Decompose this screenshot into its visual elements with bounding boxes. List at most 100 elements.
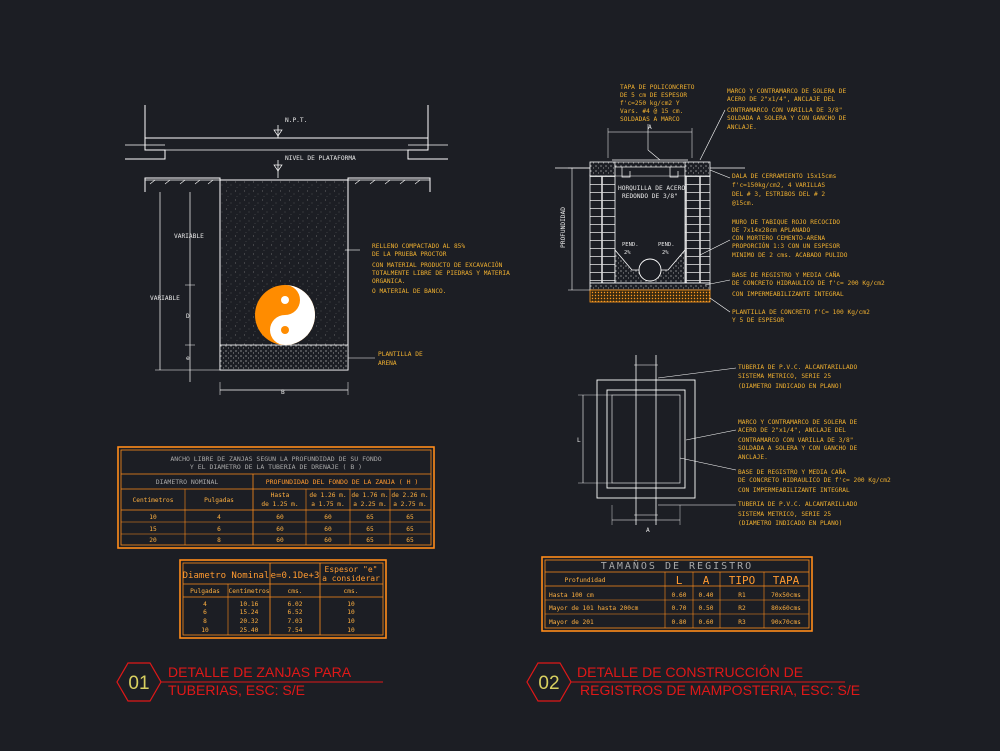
svg-text:CONTRAMARCO CON VARILLA DE 3/8: CONTRAMARCO CON VARILLA DE 3/8" (727, 107, 842, 114)
svg-text:70x50cms: 70x50cms (771, 592, 801, 599)
svg-text:ANCLAJE.: ANCLAJE. (738, 454, 768, 461)
svg-text:BASE DE REGISTRO Y MEDIA CAÑA: BASE DE REGISTRO Y MEDIA CAÑA (738, 467, 846, 476)
svg-text:10: 10 (347, 601, 355, 608)
right-wall (684, 174, 711, 284)
svg-text:O MATERIAL DE BANCO.: O MATERIAL DE BANCO. (372, 288, 447, 295)
b-label: B (281, 389, 285, 396)
svg-text:A: A (703, 574, 710, 587)
svg-text:MARCO Y CONTRAMARCO DE SOLERA: MARCO Y CONTRAMARCO DE SOLERA DE (738, 419, 857, 426)
svg-text:ANCHO LIBRE DE ZANJAS SEGUN LA: ANCHO LIBRE DE ZANJAS SEGUN LA PROFUNDID… (170, 455, 381, 463)
svg-text:65: 65 (366, 514, 374, 521)
svg-text:Hasta 100 cm: Hasta 100 cm (549, 592, 594, 599)
svg-text:Pulgadas: Pulgadas (204, 497, 234, 504)
trench-detail: N.P.T. NIVEL DE PLATAFORMA VARIABLE VARI… (125, 105, 510, 396)
svg-text:MARCO Y CONTRAMARCO DE SOLERA: MARCO Y CONTRAMARCO DE SOLERA DE (727, 88, 846, 95)
title-line2: REGISTROS DE MAMPOSTERIA, ESC: S/E (580, 682, 860, 698)
svg-text:0.50: 0.50 (699, 605, 714, 612)
title-line1: DETALLE DE ZANJAS PARA (168, 664, 352, 680)
svg-text:a 2.75 m.: a 2.75 m. (393, 501, 427, 508)
svg-text:ANCLAJE.: ANCLAJE. (727, 124, 757, 131)
svg-text:DE CONCRETO HIDRAULICO DE f'c=: DE CONCRETO HIDRAULICO DE f'c= 200 Kg/cm… (732, 280, 885, 287)
table1-row: 20 8 60 60 65 65 (149, 537, 414, 544)
svg-text:DE 5 cm DE ESPESOR: DE 5 cm DE ESPESOR (620, 92, 687, 99)
svg-text:ARENA: ARENA (378, 360, 397, 367)
svg-text:10: 10 (149, 514, 157, 521)
svg-text:60: 60 (276, 537, 284, 544)
svg-text:10: 10 (347, 609, 355, 616)
svg-text:Centímetros: Centímetros (229, 587, 270, 595)
svg-text:Pulgadas: Pulgadas (190, 588, 220, 595)
svg-text:DE 7x14x28cm APLANADO: DE 7x14x28cm APLANADO (732, 227, 811, 234)
svg-text:65: 65 (406, 537, 414, 544)
svg-text:0.40: 0.40 (699, 592, 714, 599)
svg-text:20: 20 (149, 537, 157, 544)
title-line1: DETALLE DE CONSTRUCCIÓN DE (577, 664, 803, 680)
title-number: 01 (128, 673, 149, 694)
svg-text:cms.: cms. (288, 588, 303, 595)
svg-text:8: 8 (217, 537, 221, 544)
svg-text:SOLDADAS A MARCO: SOLDADAS A MARCO (620, 116, 680, 123)
svg-text:8: 8 (203, 618, 207, 625)
svg-text:7.03: 7.03 (288, 618, 303, 625)
svg-text:a considerar: a considerar (322, 574, 380, 583)
svg-text:60: 60 (276, 526, 284, 533)
table2-row: 10 25.40 7.54 10 (201, 627, 355, 634)
hexagon-icon (526, 662, 572, 702)
variable-label-1: VARIABLE (174, 233, 204, 240)
svg-text:SOLDADA A SOLERA Y CON GANCHO: SOLDADA A SOLERA Y CON GANCHO DE (738, 445, 857, 452)
title-line2: TUBERIAS, ESC: S/E (168, 682, 305, 698)
section-a-label: A (648, 124, 652, 131)
svg-text:de 2.26 m.: de 2.26 m. (391, 492, 428, 499)
svg-text:Y EL DIAMETRO DE LA TUBERIA DE: Y EL DIAMETRO DE LA TUBERIA DE DRENAJE (… (190, 463, 362, 471)
svg-text:Espesor "e": Espesor "e" (325, 565, 378, 574)
svg-text:RELLENO COMPACTADO AL 85%: RELLENO COMPACTADO AL 85% (372, 243, 465, 250)
marco-note: MARCO Y CONTRAMARCO DE SOLERA DE ACERO D… (727, 88, 846, 131)
svg-text:@15cm.: @15cm. (732, 200, 754, 207)
marco-plan-note: MARCO Y CONTRAMARCO DE SOLERA DE ACERO D… (738, 419, 857, 461)
svg-text:0.60: 0.60 (672, 592, 687, 599)
svg-text:PLANTILLA DE CONCRETO f'C= 100: PLANTILLA DE CONCRETO f'C= 100 Kg/cm2 (732, 309, 870, 316)
svg-text:Mayor de 101 hasta 200cm: Mayor de 101 hasta 200cm (549, 605, 639, 612)
svg-text:80x60cms: 80x60cms (771, 605, 801, 612)
svg-text:Diametro Nominal: Diametro Nominal (183, 571, 270, 581)
svg-text:(DIAMETRO INDICADO EN PLANO): (DIAMETRO INDICADO EN PLANO) (738, 383, 842, 390)
base-note: BASE DE REGISTRO Y MEDIA CAÑA DE CONCRET… (732, 270, 885, 298)
variable-label-2: VARIABLE (150, 295, 180, 302)
table2-row: 6 15.24 6.52 10 (203, 609, 355, 616)
svg-text:60: 60 (324, 514, 332, 521)
table3-row: Hasta 100 cm 0.60 0.40 R1 70x50cms (549, 592, 801, 599)
svg-text:de 1.76 m.: de 1.76 m. (351, 492, 388, 499)
sand-bed (219, 344, 349, 371)
svg-text:15: 15 (149, 526, 157, 533)
svg-text:ACERO DE 2"x1/4", ANCLAJE DEL: ACERO DE 2"x1/4", ANCLAJE DEL (738, 427, 846, 434)
svg-text:Profundidad: Profundidad (565, 577, 606, 584)
registro-plan: L A TUBERIA DE P.V.C. ALCANTARILLADO SIS… (577, 355, 891, 534)
svg-text:PROPORCIÓN 1:3 CON UN ESPESOR: PROPORCIÓN 1:3 CON UN ESPESOR (732, 241, 840, 250)
profundidad-label: PROFUNDIDAD (560, 207, 567, 248)
svg-text:0.60: 0.60 (699, 619, 714, 626)
tuberia-note-2: TUBERIA DE P.V.C. ALCANTARILLADO SISTEMA… (738, 501, 857, 527)
svg-text:f'c=250 kg/cm2 Y: f'c=250 kg/cm2 Y (620, 100, 680, 107)
svg-text:65: 65 (366, 526, 374, 533)
registro-sizes-table (541, 556, 813, 632)
svg-text:SISTEMA METRICO, SERIE 25: SISTEMA METRICO, SERIE 25 (738, 373, 831, 380)
svg-text:MINIMO DE 2 cms. ACABADO PULID: MINIMO DE 2 cms. ACABADO PULIDO (732, 252, 848, 259)
svg-text:PLANTILLA DE: PLANTILLA DE (378, 351, 423, 358)
svg-text:REDONDO DE 3/8": REDONDO DE 3/8" (622, 193, 678, 200)
relleno-note: RELLENO COMPACTADO AL 85% DE LA PRUEBA P… (372, 243, 510, 295)
svg-text:PROFUNDIDAD DEL FONDO DE LA ZA: PROFUNDIDAD DEL FONDO DE LA ZANJA ( H ) (266, 478, 419, 486)
svg-text:e=0.1De+3: e=0.1De+3 (271, 571, 320, 581)
svg-text:CON IMPERMEABILIZANTE INTEGRAL: CON IMPERMEABILIZANTE INTEGRAL (732, 291, 844, 298)
svg-text:DEL # 3, ESTRIBOS DEL # 2: DEL # 3, ESTRIBOS DEL # 2 (732, 191, 825, 198)
title-number: 02 (538, 673, 559, 694)
svg-text:60: 60 (324, 537, 332, 544)
tapa-note: TAPA DE POLICONCRETO DE 5 cm DE ESPESOR … (620, 84, 695, 123)
table1-row: 15 6 60 60 65 65 (149, 526, 414, 533)
svg-text:TAMAÑOS DE REGISTRO: TAMAÑOS DE REGISTRO (601, 559, 753, 572)
table2-row: 8 20.32 7.03 10 (203, 618, 355, 625)
svg-text:DE LA PRUEBA PROCTOR: DE LA PRUEBA PROCTOR (372, 251, 447, 258)
svg-text:HORQUILLA DE ACERO: HORQUILLA DE ACERO (618, 185, 685, 192)
svg-text:Y 5 DE ESPESOR: Y 5 DE ESPESOR (732, 317, 784, 324)
plan-l-label: L (577, 437, 581, 444)
